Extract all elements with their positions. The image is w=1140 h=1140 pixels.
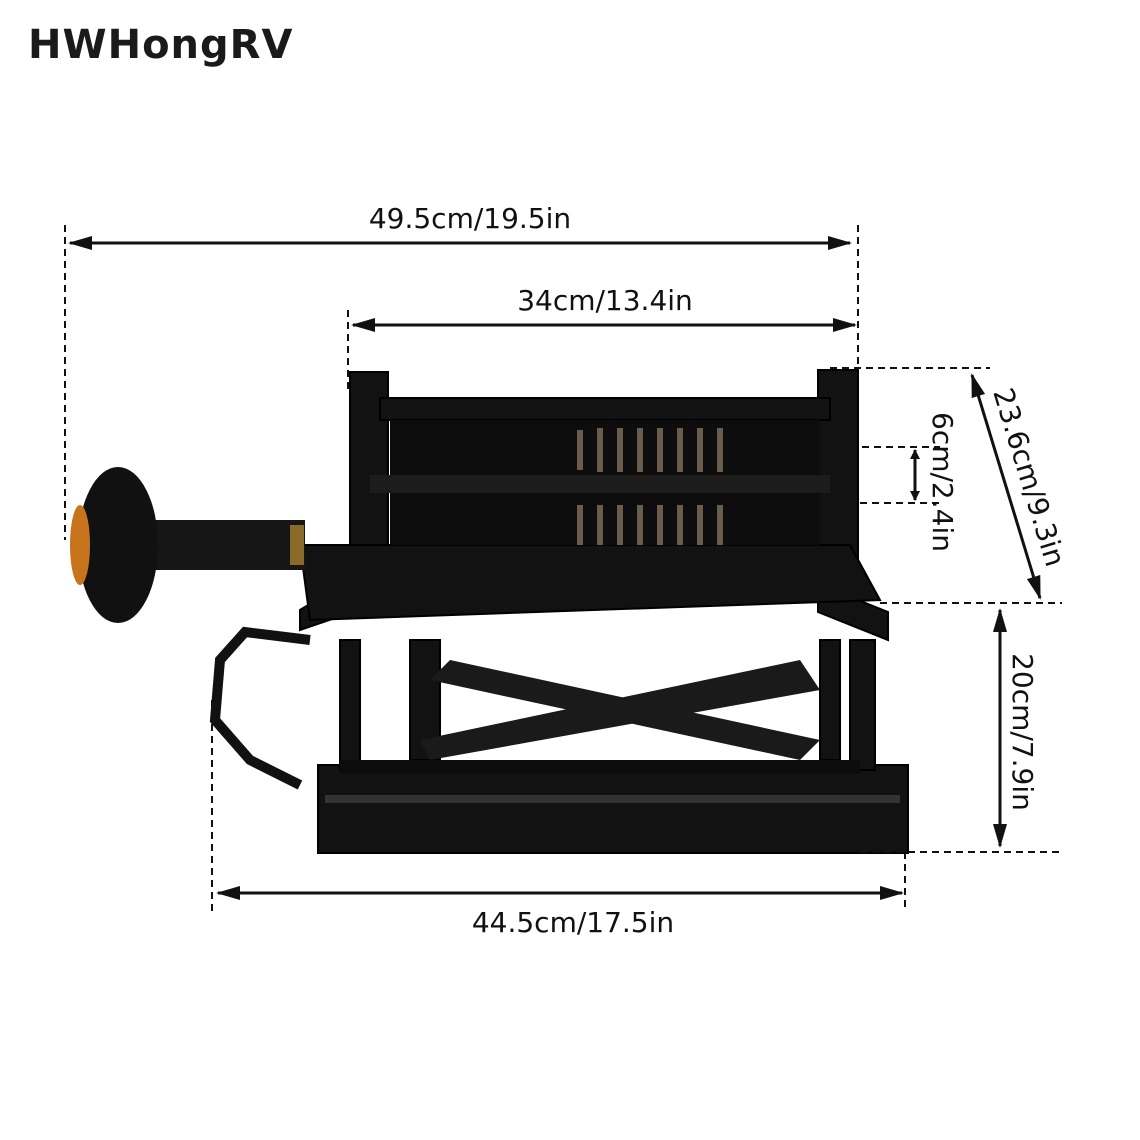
depth-label: 23.6cm/9.3in	[986, 384, 1072, 570]
depth-arrow	[970, 373, 1042, 600]
height-label: 20cm/7.9in	[1006, 653, 1039, 811]
base-rail	[317, 764, 909, 854]
top-width-label: 34cm/13.4in	[517, 284, 693, 317]
adjust-knob	[78, 467, 158, 623]
base-width-label: 44.5cm/17.5in	[472, 906, 674, 939]
guide-lines	[64, 225, 1062, 912]
overall-width-label: 49.5cm/19.5in	[369, 202, 571, 235]
hole-spacing-label: 6cm/2.4in	[926, 412, 959, 552]
brand-logo: HWHongRV	[28, 22, 293, 68]
seat-suspension-photo	[70, 369, 909, 854]
